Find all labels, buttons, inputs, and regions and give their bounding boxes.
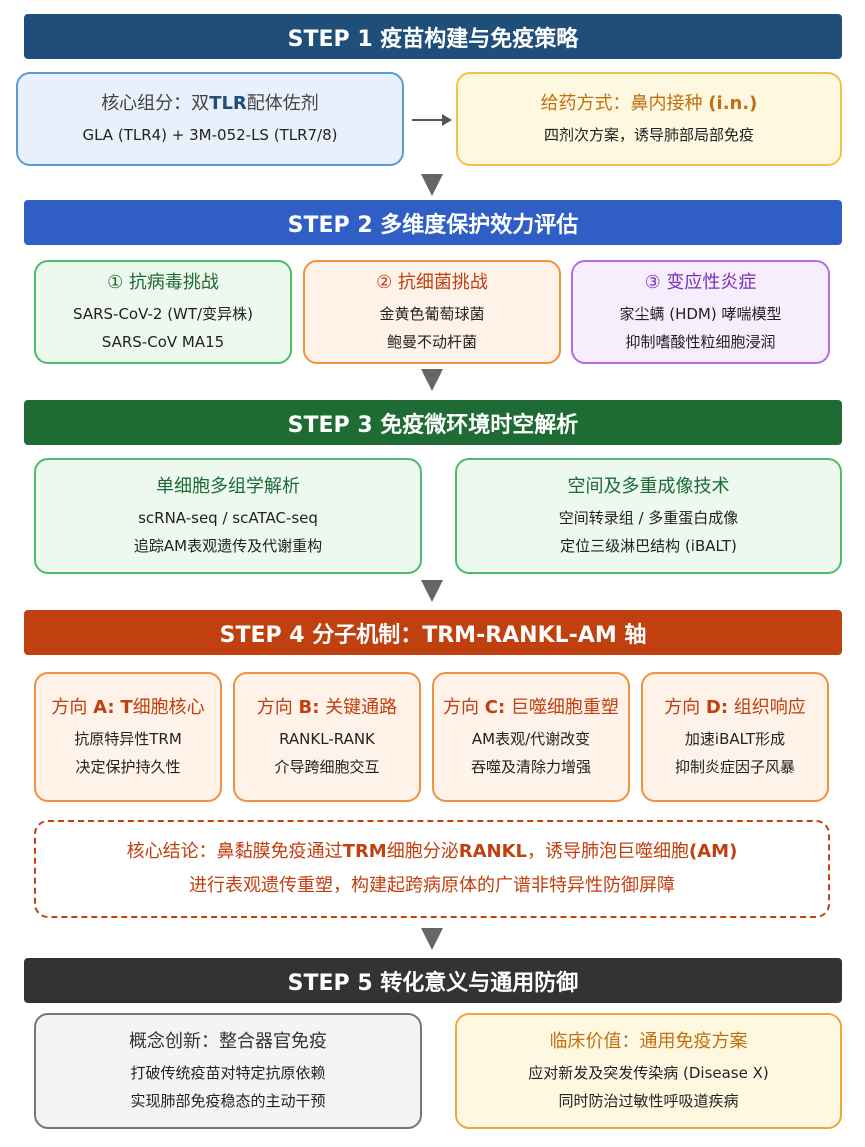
step1-delivery-title-pre: 给药方式：鼻内接种: [540, 93, 709, 114]
step1-delivery-title: 给药方式：鼻内接种 (i.n.): [541, 89, 758, 115]
step2-antiviral-line-1: SARS-CoV-2 (WT/变异株): [73, 305, 253, 323]
step4-direction-b-line-2: 介导跨细胞交互: [274, 758, 380, 776]
step1-banner: STEP 1 疫苗构建与免疫策略: [24, 14, 842, 59]
step4-direction-b-box: 方向 B: 关键通路 RANKL-RANK 介导跨细胞交互: [233, 672, 421, 802]
conclusion-part-1: 核心结论：鼻黏膜免疫通过: [126, 841, 343, 862]
step4-c-title-post: 巨噬细胞重塑: [505, 697, 619, 718]
step4-title: STEP 4 分子机制：TRM-RANKL-AM 轴: [219, 622, 647, 648]
conclusion-bold-am: (AM): [689, 841, 738, 862]
step2-allergy-line-1: 家尘螨 (HDM) 哮喘模型: [619, 305, 782, 323]
step2-antibacterial-line-2: 鲍曼不动杆菌: [386, 333, 477, 351]
down-arrow-icon: [421, 369, 443, 391]
down-arrow-icon: [421, 174, 443, 196]
step5-concept-title: 概念创新：整合器官免疫: [129, 1031, 327, 1052]
step4-a-title-pre: 方向: [51, 697, 94, 718]
conclusion-bold-trm: TRM: [342, 841, 387, 862]
core-conclusion-box: 核心结论：鼻黏膜免疫通过TRM细胞分泌RANKL，诱导肺泡巨噬细胞(AM) 进行…: [34, 820, 830, 918]
step2-antiviral-line-2: SARS-CoV MA15: [101, 333, 225, 351]
step5-concept-line-2: 实现肺部免疫稳态的主动干预: [130, 1092, 326, 1110]
step4-direction-a-title: 方向 A: T细胞核心: [51, 693, 204, 719]
step3-spatial-line-1: 空间转录组 / 多重蛋白成像: [558, 509, 739, 527]
step4-direction-a-line-2: 决定保护持久性: [75, 758, 181, 776]
step4-b-title-pre: 方向: [256, 697, 299, 718]
step5-clinical-line-1: 应对新发及突发传染病 (Disease X): [528, 1064, 769, 1082]
step1-core-title-pre: 核心组分：双: [101, 93, 210, 114]
step4-direction-b-title: 方向 B: 关键通路: [257, 693, 397, 719]
step3-singlecell-line-1: scRNA-seq / scATAC-seq: [138, 509, 318, 527]
step4-direction-d-title: 方向 D: 组织响应: [664, 693, 806, 719]
step2-allergy-box: ③ 变应性炎症 家尘螨 (HDM) 哮喘模型 抑制嗜酸性粒细胞浸润: [571, 260, 830, 364]
step3-spatial-title: 空间及多重成像技术: [567, 476, 730, 497]
step4-c-title-bold: C:: [484, 697, 506, 718]
step1-core-component-box: 核心组分：双TLR配体佐剂 GLA (TLR4) + 3M-052-LS (TL…: [16, 72, 404, 166]
step4-direction-d-line-1: 加速iBALT形成: [684, 730, 786, 748]
conclusion-part-3: ，诱导肺泡巨噬细胞: [527, 841, 690, 862]
step5-clinical-line-2: 同时防治过敏性呼吸道疾病: [558, 1092, 739, 1110]
step3-banner: STEP 3 免疫微环境时空解析: [24, 400, 842, 445]
step1-core-component-title: 核心组分：双TLR配体佐剂: [101, 89, 319, 115]
step4-c-title-pre: 方向: [443, 697, 485, 718]
step3-title: STEP 3 免疫微环境时空解析: [287, 412, 579, 438]
step1-core-component-line: GLA (TLR4) + 3M-052-LS (TLR7/8): [82, 126, 338, 144]
step4-direction-b-line-1: RANKL-RANK: [279, 730, 375, 748]
step5-title: STEP 5 转化意义与通用防御: [287, 970, 579, 996]
core-conclusion-line-2: 进行表观遗传重塑，构建起跨病原体的广谱非特异性防御屏障: [189, 875, 675, 896]
step4-direction-c-box: 方向 C: 巨噬细胞重塑 AM表观/代谢改变 吞噬及清除力增强: [432, 672, 630, 802]
step4-direction-c-line-1: AM表观/代谢改变: [471, 730, 591, 748]
step5-clinical-title: 临床价值：通用免疫方案: [549, 1031, 748, 1052]
step4-direction-c-line-2: 吞噬及清除力增强: [470, 758, 591, 776]
step2-antibacterial-line-1: 金黄色葡萄球菌: [379, 305, 485, 323]
step4-direction-a-box: 方向 A: T细胞核心 抗原特异性TRM 决定保护持久性: [34, 672, 222, 802]
step5-banner: STEP 5 转化意义与通用防御: [24, 958, 842, 1003]
step2-title: STEP 2 多维度保护效力评估: [287, 212, 579, 238]
step1-delivery-box: 给药方式：鼻内接种 (i.n.) 四剂次方案，诱导肺部局部免疫: [456, 72, 842, 166]
step1-core-title-bold: TLR: [209, 93, 247, 114]
step5-clinical-box: 临床价值：通用免疫方案 应对新发及突发传染病 (Disease X) 同时防治过…: [455, 1013, 842, 1129]
step4-direction-c-title: 方向 C: 巨噬细胞重塑: [443, 693, 619, 719]
step4-direction-a-line-1: 抗原特异性TRM: [74, 730, 182, 748]
step4-direction-d-line-2: 抑制炎症因子风暴: [674, 758, 795, 776]
step5-concept-line-1: 打破传统疫苗对特定抗原依赖: [130, 1064, 326, 1082]
step1-title: STEP 1 疫苗构建与免疫策略: [287, 26, 579, 52]
step4-d-title-pre: 方向: [664, 697, 706, 718]
core-conclusion-line-1: 核心结论：鼻黏膜免疫通过TRM细胞分泌RANKL，诱导肺泡巨噬细胞(AM): [127, 835, 738, 869]
step4-b-title-bold: B:: [298, 697, 320, 718]
step2-allergy-title: ③ 变应性炎症: [644, 272, 757, 293]
step3-spatial-line-2: 定位三级淋巴结构 (iBALT): [560, 537, 737, 555]
step2-antiviral-box: ① 抗病毒挑战 SARS-CoV-2 (WT/变异株) SARS-CoV MA1…: [34, 260, 292, 364]
conclusion-bold-rankl: RANKL: [458, 841, 528, 862]
step4-b-title-post: 关键通路: [319, 697, 398, 718]
step4-banner: STEP 4 分子机制：TRM-RANKL-AM 轴: [24, 610, 842, 655]
step3-singlecell-line-2: 追踪AM表观遗传及代谢重构: [133, 537, 323, 555]
step2-antiviral-title: ① 抗病毒挑战: [107, 272, 219, 293]
step3-singlecell-title: 单细胞多组学解析: [156, 476, 300, 497]
conclusion-part-2: 细胞分泌: [386, 841, 459, 862]
down-arrow-icon: [421, 580, 443, 602]
step3-singlecell-box: 单细胞多组学解析 scRNA-seq / scATAC-seq 追踪AM表观遗传…: [34, 458, 422, 574]
step5-concept-box: 概念创新：整合器官免疫 打破传统疫苗对特定抗原依赖 实现肺部免疫稳态的主动干预: [34, 1013, 422, 1129]
step2-allergy-line-2: 抑制嗜酸性粒细胞浸润: [625, 333, 776, 351]
step1-right-arrow-icon: [412, 114, 452, 126]
step1-delivery-line: 四剂次方案，诱导肺部局部免疫: [543, 126, 754, 144]
down-arrow-icon: [421, 928, 443, 950]
step4-a-title-bold: A:: [93, 697, 115, 718]
step2-antibacterial-box: ② 抗细菌挑战 金黄色葡萄球菌 鲍曼不动杆菌: [303, 260, 561, 364]
step4-d-title-bold: D:: [705, 697, 729, 718]
step4-a-title-end: 细胞核心: [132, 697, 205, 718]
step1-core-title-post: 配体佐剂: [246, 93, 319, 114]
step2-antibacterial-title: ② 抗细菌挑战: [376, 272, 488, 293]
step4-a-title-bold2: T: [120, 697, 133, 718]
step4-direction-d-box: 方向 D: 组织响应 加速iBALT形成 抑制炎症因子风暴: [641, 672, 829, 802]
step2-banner: STEP 2 多维度保护效力评估: [24, 200, 842, 245]
step1-delivery-title-bold: (i.n.): [708, 93, 758, 114]
step3-spatial-box: 空间及多重成像技术 空间转录组 / 多重蛋白成像 定位三级淋巴结构 (iBALT…: [455, 458, 842, 574]
step4-d-title-post: 组织响应: [728, 697, 806, 718]
